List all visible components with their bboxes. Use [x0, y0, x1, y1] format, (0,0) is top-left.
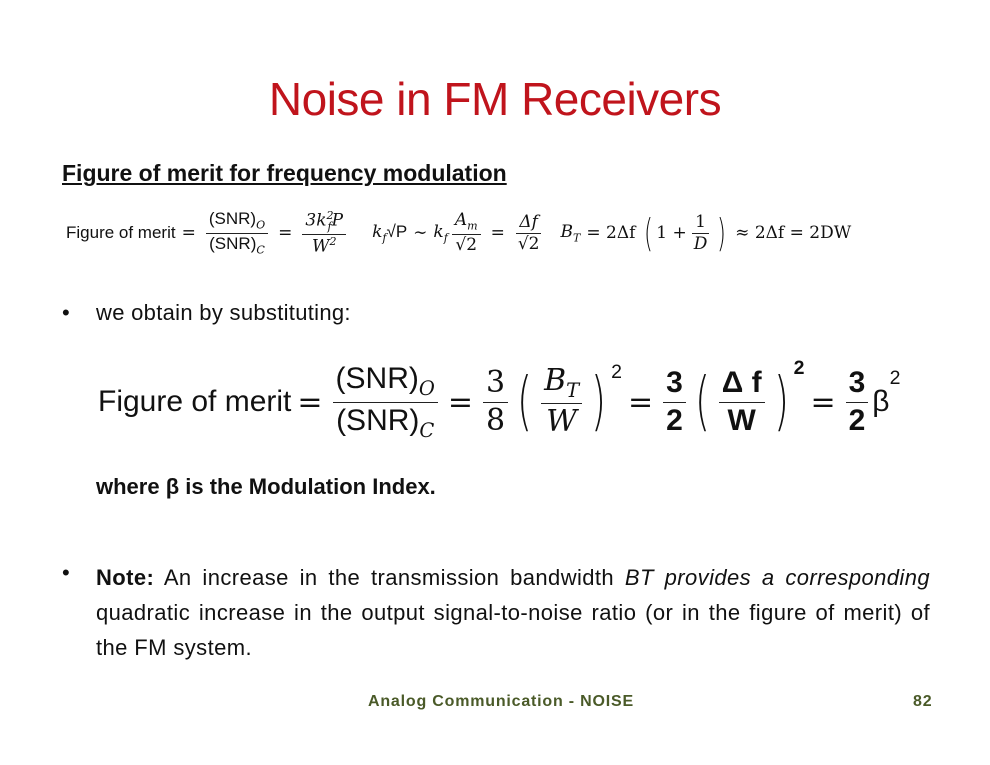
footer-course: Analog Communication - NOISE: [368, 693, 634, 710]
kf-power-ratio: 3k2fP W2: [302, 209, 347, 257]
bullet-icon: •: [62, 300, 70, 325]
snr-ratio: (SNR)O (SNR)C: [205, 209, 269, 256]
bullet-icon: •: [62, 560, 70, 585]
formula-label: Figure of merit: [66, 223, 176, 242]
section-heading: Figure of merit for frequency modulation: [62, 160, 507, 186]
main-formula: Figure of merit = (SNR)O (SNR)C = 3 8 ( …: [98, 357, 901, 442]
note-paragraph: Note: An increase in the transmission ba…: [96, 565, 930, 660]
formula-row: Figure of merit = (SNR)O (SNR)C = 3k2fP …: [66, 208, 852, 257]
slide-title: Noise in FM Receivers: [268, 73, 722, 125]
deviation-formula: kf√P: [372, 221, 408, 245]
bandwidth-formula: BT: [560, 221, 581, 245]
bullet-text: we obtain by substituting:: [96, 300, 351, 325]
page-number: 82: [913, 693, 933, 710]
modulation-index-note: where β is the Modulation Index.: [96, 474, 436, 499]
